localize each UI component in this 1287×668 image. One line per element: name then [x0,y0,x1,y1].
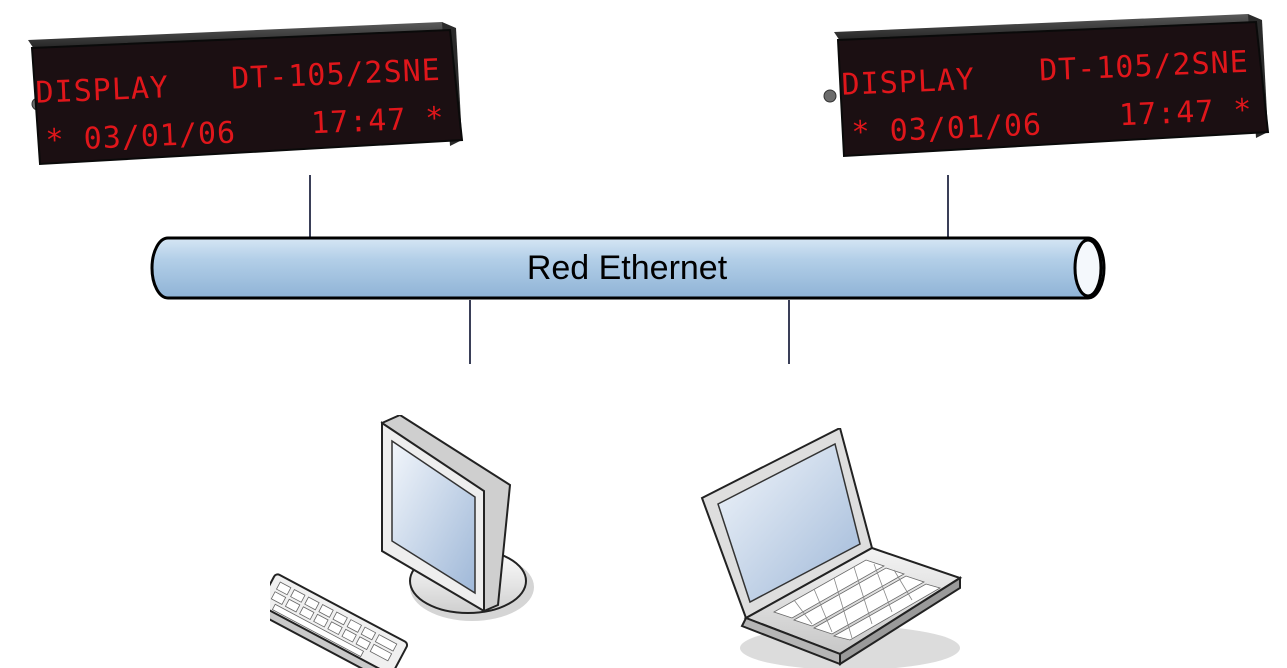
desktop-computer-icon [270,415,534,668]
led-left-line2-right: 17:47 * [310,101,445,142]
wire-right-display [947,175,949,237]
wire-desktop [469,300,471,364]
led-display-left: DISPLAY DT-105/2SNE * 03/01/06 17:47 * [10,18,470,168]
ethernet-bus [150,236,1106,300]
wire-left-display [309,175,311,237]
led-display-right: DISPLAY DT-105/2SNE * 03/01/06 17:47 * [820,10,1280,160]
led-left-line2-left: * 03/01/06 [45,115,237,158]
led-right-line1-left: DISPLAY [841,62,976,103]
led-right-line2-right: 17:47 * [1118,93,1253,134]
laptop-computer-icon [700,428,963,668]
led-right-line2-left: * 03/01/06 [851,107,1043,150]
led-left-line1-left: DISPLAY [35,70,170,111]
wire-laptop [788,300,790,364]
